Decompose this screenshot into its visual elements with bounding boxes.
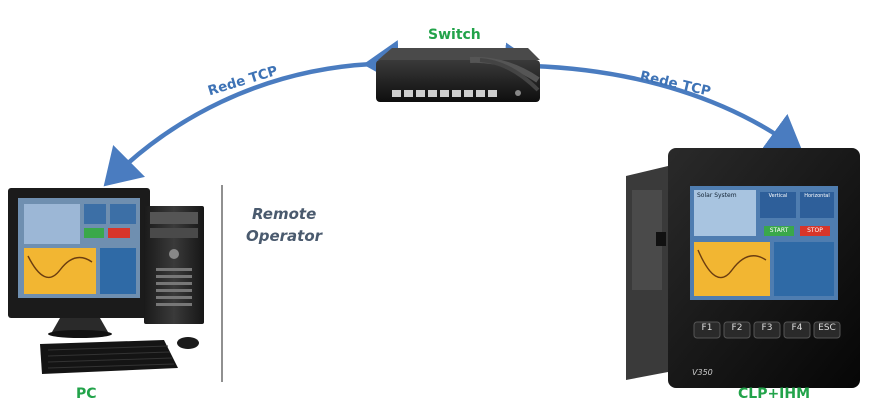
hmi-model-label: V350 (692, 368, 713, 377)
remote-label-line1: Remote (252, 205, 317, 223)
hmi-key-esc: ESC (818, 323, 836, 333)
mouse-icon (177, 337, 199, 349)
remote-operator-label: Remote Operator (246, 203, 322, 247)
link-arrow-right (504, 42, 804, 154)
pc-monitor-icon (8, 188, 150, 338)
keyboard-icon (40, 340, 178, 374)
network-switch-icon (376, 48, 540, 102)
hmi-panel-right-label: Horizontal (804, 193, 830, 199)
hmi-start-button: START (769, 227, 789, 234)
hmi-key-f4: F4 (791, 323, 803, 333)
hmi-label: CLP+IHM (738, 386, 811, 402)
switch-label: Switch (428, 27, 481, 43)
pc-tower-icon (144, 206, 204, 324)
hmi-device-icon (626, 148, 860, 388)
remote-label-line2: Operator (246, 227, 323, 245)
hmi-key-f1: F1 (701, 323, 713, 333)
hmi-key-f2: F2 (731, 323, 743, 333)
hmi-stop-button: STOP (807, 227, 823, 234)
hmi-panel-left-label: Vertical (768, 193, 788, 199)
link-arrow-left (103, 40, 401, 187)
hmi-screen-title: Solar System (697, 192, 737, 199)
hmi-key-f3: F3 (761, 323, 773, 333)
pc-label: PC (76, 386, 97, 402)
